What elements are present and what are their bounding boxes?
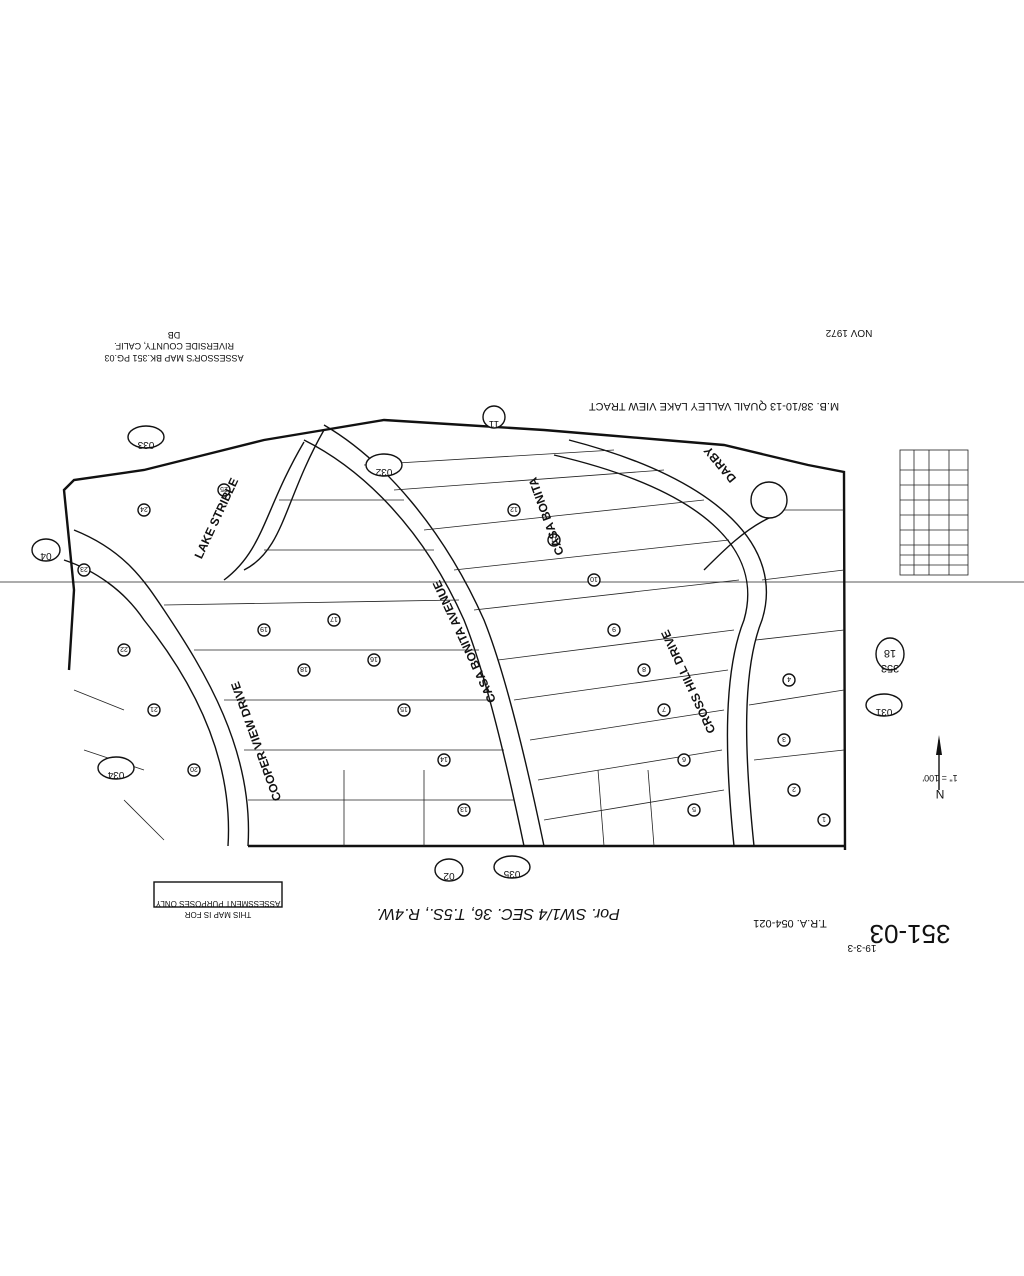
lot-number: 10 <box>590 575 598 582</box>
lot-number: 15 <box>400 705 408 712</box>
legend-table <box>899 449 969 576</box>
legal-description: Por. SW1/4 SEC. 36, T.5S., R.4W. <box>376 905 620 922</box>
street-darby: DARBY <box>701 444 739 486</box>
lot-number: 3 <box>782 735 786 742</box>
ref-032-ellipse <box>365 453 403 477</box>
ref-033-ellipse <box>127 425 165 449</box>
lot-number: 19 <box>260 625 268 632</box>
lot-number: 21 <box>150 705 158 712</box>
ref-032: 032 <box>375 466 392 477</box>
county-label: RIVERSIDE COUNTY, CALIF. <box>114 341 234 351</box>
lot-number-circles <box>77 483 831 827</box>
lot-number: 9 <box>612 625 616 632</box>
lot-number: 7 <box>662 705 666 712</box>
lot-number: 8 <box>642 665 646 672</box>
initials-label: DB <box>168 330 181 340</box>
lot-number: 24 <box>140 505 148 512</box>
street-casa-bonita-avenue: CASA BONITA AVENUE <box>430 578 499 705</box>
lot-number: 23 <box>80 565 88 572</box>
lot-number: 16 <box>370 655 378 662</box>
darby-cul-de-sac <box>750 481 788 519</box>
page-number-353: 353 <box>881 662 899 674</box>
north-arrow-letter: N <box>936 787 945 801</box>
lot-number: 25 <box>220 485 228 492</box>
casa-bonita-edge1 <box>303 439 525 847</box>
lake-strible-edge1 <box>243 429 325 571</box>
lot-number: 11 <box>550 535 557 542</box>
street-casa-bonita: CASA BONITA <box>526 475 567 557</box>
street-cross-hill: CROSS HILL DRIVE <box>658 628 718 736</box>
book-page-label: 351-03 <box>870 919 951 949</box>
lot-number: 2 <box>792 785 796 792</box>
lot-number: 22 <box>120 645 128 652</box>
lot-lines <box>73 449 845 847</box>
disclaimer-line1: THIS MAP IS FOR <box>185 910 252 919</box>
disclaimer-line2: ASSESSMENT PURPOSES ONLY <box>155 899 280 908</box>
north-arrow-group <box>936 735 942 790</box>
ref-033: 033 <box>137 439 154 450</box>
lot-number: 18 <box>300 665 308 672</box>
ref-11-ellipse <box>482 405 506 429</box>
date-stamp: 19-3-3 <box>847 942 876 953</box>
ref-04-ellipse <box>31 538 61 562</box>
casa-bonita-edge2 <box>323 424 545 847</box>
ref-02-ellipse <box>434 858 464 882</box>
assessor-title: ASSESSOR'S MAP BK.351 PG.03 <box>104 353 243 363</box>
lot-number: 6 <box>682 755 686 762</box>
lake-strible-edge2 <box>223 441 305 581</box>
ref-031: 031 <box>875 706 892 717</box>
darby-road <box>703 517 770 571</box>
lot-number: 12 <box>510 505 518 512</box>
lot-labels: 1234567891011121314151617181920212223242… <box>80 485 826 822</box>
ref-18-ellipse <box>875 637 905 671</box>
disclaimer-box <box>153 881 283 908</box>
ref-034-ellipse <box>97 756 135 780</box>
cooper-view-edge2 <box>63 559 230 847</box>
scale-label: 1" = 100' <box>922 773 957 783</box>
lot-number: 5 <box>692 805 696 812</box>
street-lake-strible: LAKE STRIBLE <box>192 476 242 561</box>
cooper-view-edge1 <box>73 529 250 847</box>
ref-11: 11 <box>488 418 499 429</box>
lot-number: 4 <box>787 675 791 682</box>
lot-number: 14 <box>440 755 448 762</box>
tract-boundary <box>62 418 847 851</box>
sheet-ref-ellipses <box>31 405 905 882</box>
revision-date: NOV 1972 <box>825 327 872 338</box>
cross-hill-drive-edge2 <box>568 439 767 847</box>
tra-label: T.R.A. 054-021 <box>753 917 826 929</box>
ref-04: 04 <box>40 550 52 561</box>
cross-hill-drive-edge1 <box>553 454 749 847</box>
street-cooper-view: COOPER VIEW DRIVE <box>228 680 284 803</box>
ref-035-ellipse <box>493 855 531 879</box>
ref-02: 02 <box>443 870 455 881</box>
lot-number: 1 <box>822 815 826 822</box>
lot-number: 20 <box>190 765 198 772</box>
ref-035: 035 <box>503 868 520 879</box>
ref-031-ellipse <box>865 693 903 717</box>
tract-label: M.B. 38/10-13 QUAIL VALLEY LAKE VIEW TRA… <box>589 400 840 412</box>
lot-number: 13 <box>460 805 468 812</box>
lot-number: 17 <box>330 615 338 622</box>
rotated-sheet <box>0 405 1024 908</box>
ref-034: 034 <box>107 769 124 780</box>
page-number-18: 18 <box>884 647 896 659</box>
